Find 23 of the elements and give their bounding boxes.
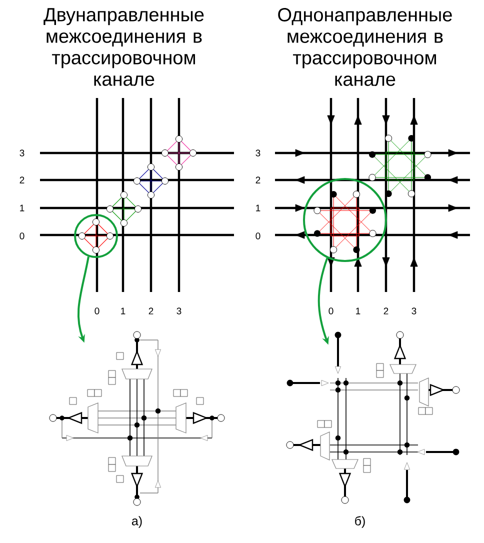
- heading: Двунаправленные межсоединения в трассировочном канале: [44, 8, 204, 86]
- axis-number: 0: [256, 232, 260, 240]
- heading: Однонаправленные межсоединения в трассировочном канале: [278, 8, 452, 86]
- axis-number: 0: [94, 308, 100, 314]
- axis-number: 3: [412, 308, 416, 314]
- highlight-circle: [74, 214, 118, 258]
- axis-number: 0: [20, 232, 24, 240]
- axis-number: 2: [20, 176, 24, 184]
- axis-number: 2: [148, 308, 154, 314]
- axis-number: 2: [384, 308, 388, 314]
- axis-number: 3: [256, 150, 260, 156]
- axis-number: 3: [20, 150, 24, 156]
- axis-number: 1: [256, 204, 260, 212]
- axis-number: 1: [121, 308, 126, 314]
- axis-number: 2: [256, 176, 260, 184]
- axis-number: 0: [328, 308, 334, 314]
- axis-number: 3: [176, 308, 182, 314]
- highlight-circle: [303, 178, 387, 262]
- axis-number: 1: [356, 308, 360, 314]
- circuit-drawing: [49, 331, 225, 506]
- axis-number: 1: [20, 204, 24, 212]
- circuit-drawing: [286, 331, 460, 504]
- panel-label: б): [355, 516, 365, 528]
